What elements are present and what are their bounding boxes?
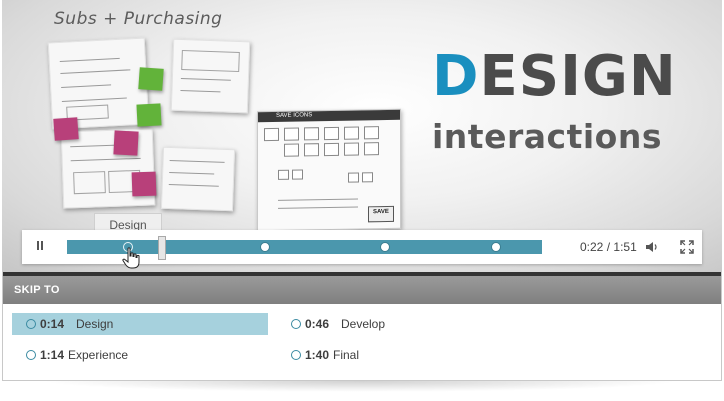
time-separator: / [606, 240, 611, 254]
time-display: 0:22 / 1:51 [580, 240, 637, 254]
sticky-note [53, 117, 79, 141]
player-controls: 0:22 / 1:51 [22, 230, 702, 269]
chapter-dot-icon [291, 350, 301, 360]
chapter-dot-icon [26, 319, 36, 329]
sketch-paper [160, 146, 236, 212]
scrubber-handle[interactable] [158, 236, 167, 260]
chapter-item-experience[interactable]: 1:14 Experience [12, 344, 268, 366]
headline-accent-letter: D [432, 44, 480, 109]
sketch-paper [170, 38, 251, 114]
mockup-title: SAVE ICONS [276, 112, 313, 119]
chapter-marker-experience[interactable] [379, 242, 390, 252]
headline: DESIGN [432, 49, 677, 105]
sticky-note [113, 130, 139, 156]
sticky-note [138, 67, 164, 91]
hand-cursor-icon [122, 247, 140, 269]
skip-to-header: SKIP TO [3, 272, 721, 304]
mockup-save-button: SAVE [368, 205, 394, 223]
sketch-paper [47, 37, 150, 130]
subheadline: interactions [432, 117, 662, 156]
volume-icon[interactable] [645, 240, 659, 254]
sketch-title: Subs + Purchasing [54, 9, 223, 29]
headline-rest: ESIGN [479, 44, 677, 109]
chapter-marker-develop[interactable] [259, 242, 270, 252]
buffered-range [165, 240, 542, 254]
chapter-item-final[interactable]: 1:40 Final [277, 344, 533, 366]
chapter-item-develop[interactable]: 0:46 Develop [277, 313, 533, 335]
chapter-dot-icon [26, 350, 36, 360]
sticky-note [136, 103, 162, 127]
total-duration: 1:51 [613, 240, 637, 254]
chapter-marker-final[interactable] [490, 242, 501, 252]
chapter-dot-icon [291, 319, 301, 329]
skip-to-title: SKIP TO [14, 284, 60, 296]
progress-fill [67, 240, 162, 254]
progress-track[interactable] [67, 240, 542, 254]
chapter-item-design[interactable]: 0:14 Design [12, 313, 268, 335]
sketch-paper [60, 128, 156, 209]
video-frame[interactable]: Subs + Purchasing SAVE ICONS [2, 0, 722, 272]
ui-mockup: SAVE ICONS SAVE [257, 108, 401, 232]
skip-to-panel: SKIP TO 0:14 Design 0:46 Develop 1:14 Ex… [2, 272, 722, 381]
pause-icon[interactable] [34, 241, 44, 253]
sticky-note [131, 171, 157, 197]
current-time: 0:22 [580, 240, 604, 254]
fullscreen-icon[interactable] [680, 240, 694, 254]
